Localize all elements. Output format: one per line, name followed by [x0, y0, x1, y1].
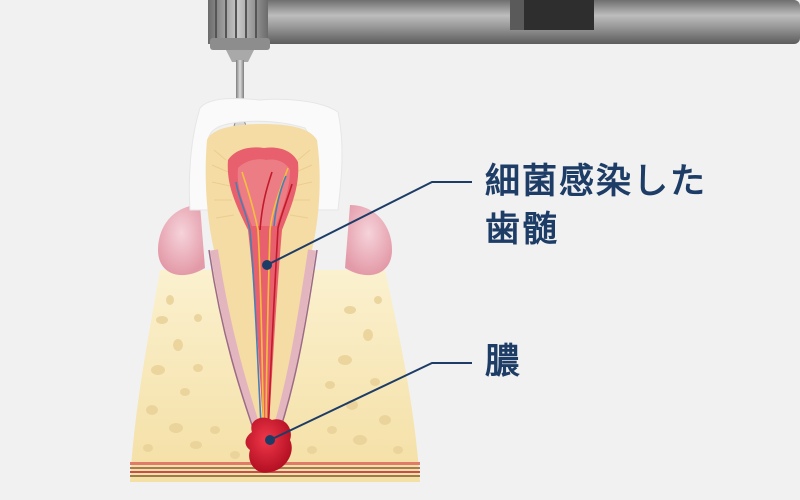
- label-infected-pulp-line1: 細菌感染した: [485, 162, 708, 202]
- label-infected-pulp-line2: 歯髄: [485, 210, 560, 250]
- leader-line-pulp: [262, 181, 472, 270]
- dental-drill-icon: [208, 0, 800, 138]
- leader-line-pus: [265, 362, 472, 445]
- label-pus: 膿: [485, 342, 523, 382]
